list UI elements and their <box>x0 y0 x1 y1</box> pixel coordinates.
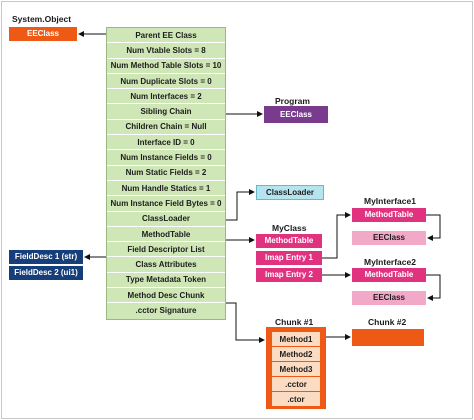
chunk2-box <box>352 329 424 346</box>
myclass-imap-entry-2: Imap Entry 2 <box>256 268 322 282</box>
chunk1-box: Method1 Method2 Method3 .cctor .ctor <box>266 327 326 409</box>
chunk1-ctor: .ctor <box>272 392 320 406</box>
interface2-eeclass: EEClass <box>352 291 426 305</box>
row-classloader: ClassLoader <box>107 211 225 227</box>
row-sibling-chain: Sibling Chain <box>107 104 225 120</box>
row-field-descriptor-list: Field Descriptor List <box>107 242 225 258</box>
eeclass-field-column: Parent EE Class Num Vtable Slots = 8 Num… <box>106 27 226 320</box>
arrow-to-chunk1 <box>226 302 265 343</box>
fielddesc-2: FieldDesc 2 (ui1) <box>9 266 83 280</box>
program-title: Program <box>275 96 310 106</box>
row-num-instance-field-bytes: Num Instance Field Bytes = 0 <box>107 196 225 212</box>
row-num-vtable-slots: Num Vtable Slots = 8 <box>107 43 225 59</box>
arrow-interface1-mt-to-eeclass <box>426 214 441 241</box>
row-num-interfaces: Num Interfaces = 2 <box>107 89 225 105</box>
row-num-instance-fields: Num Instance Fields = 0 <box>107 150 225 166</box>
program-eeclass-box: EEClass <box>264 106 328 123</box>
row-num-method-table-slots: Num Method Table Slots = 10 <box>107 58 225 74</box>
row-cctor-signature: .cctor Signature <box>107 303 225 319</box>
classloader-box: ClassLoader <box>256 185 324 200</box>
arrow-to-classloader <box>226 189 255 221</box>
interface2-methodtable: MethodTable <box>352 268 426 282</box>
myclass-title: MyClass <box>272 223 307 233</box>
system-object-eeclass-box: EEClass <box>9 27 77 41</box>
row-interface-id: Interface ID = 0 <box>107 135 225 151</box>
system-object-title: System.Object <box>12 14 72 24</box>
myclass-imap-entry-1: Imap Entry 1 <box>256 251 322 265</box>
chunk1-title: Chunk #1 <box>275 317 314 327</box>
row-num-static-fields: Num Static Fields = 2 <box>107 165 225 181</box>
chunk1-cctor: .cctor <box>272 377 320 391</box>
row-parent-ee-class: Parent EE Class <box>107 28 225 44</box>
arrow-interface2-mt-to-eeclass <box>426 274 441 301</box>
interface1-eeclass: EEClass <box>352 231 426 245</box>
row-num-duplicate-slots: Num Duplicate Slots = 0 <box>107 73 225 90</box>
myclass-methodtable: MethodTable <box>256 234 322 248</box>
interface1-methodtable: MethodTable <box>352 208 426 222</box>
interface1-title: MyInterface1 <box>364 196 416 206</box>
chunk2-title: Chunk #2 <box>368 317 407 327</box>
row-num-handle-statics: Num Handle Statics = 1 <box>107 180 225 197</box>
row-type-metadata-token: Type Metadata Token <box>107 272 225 289</box>
chunk1-method1: Method1 <box>272 332 320 346</box>
row-method-desc-chunk: Method Desc Chunk <box>107 288 225 304</box>
chunk1-method3: Method3 <box>272 362 320 376</box>
row-class-attributes: Class Attributes <box>107 257 225 273</box>
fielddesc-1: FieldDesc 1 (str) <box>9 250 83 264</box>
row-children-chain: Children Chain = Null <box>107 119 225 136</box>
interface2-title: MyInterface2 <box>364 257 416 267</box>
chunk1-method2: Method2 <box>272 347 320 361</box>
row-methodtable: MethodTable <box>107 226 225 243</box>
arrow-imap1-to-interface1 <box>322 212 351 259</box>
